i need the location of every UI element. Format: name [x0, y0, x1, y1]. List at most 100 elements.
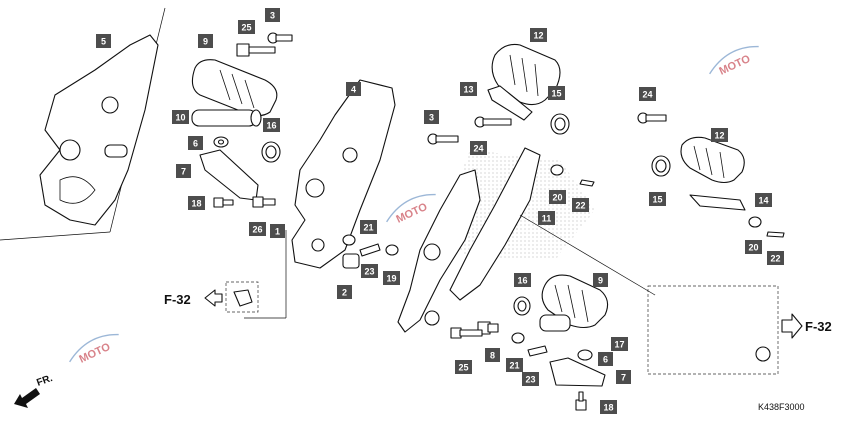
svg-text:6: 6	[193, 139, 198, 149]
svg-text:22: 22	[575, 201, 585, 211]
svg-text:17: 17	[614, 340, 624, 350]
callout-16: 16	[263, 118, 280, 132]
callout-15: 15	[548, 86, 565, 100]
washer-upper-drawing	[213, 136, 229, 148]
callout-10: 10	[172, 110, 189, 124]
svg-text:3: 3	[429, 113, 434, 123]
svg-text:10: 10	[175, 113, 185, 123]
collar-upper-drawing	[261, 141, 281, 163]
callout-12: 12	[530, 28, 547, 42]
pin-upper-drawing	[267, 32, 293, 44]
svg-text:20: 20	[552, 193, 562, 203]
svg-text:MOTO: MOTO	[394, 201, 429, 226]
svg-text:7: 7	[621, 373, 626, 383]
step-holder-center-drawing	[291, 79, 396, 269]
svg-text:6: 6	[603, 355, 608, 365]
svg-text:FR.: FR.	[35, 373, 54, 389]
callout-12b: 12	[711, 128, 728, 142]
reference-label-left: F-32	[164, 289, 223, 307]
callout-11: 11	[538, 211, 555, 225]
svg-text:MOTO: MOTO	[717, 53, 752, 78]
step-holder-inset-drawing	[39, 34, 159, 226]
svg-text:18: 18	[191, 199, 201, 209]
callout-20: 20	[549, 190, 566, 204]
callout-8: 8	[485, 348, 500, 362]
callout-2: 2	[337, 285, 352, 299]
callout-1: 1	[270, 224, 285, 238]
hardware-lower-right-drawing	[527, 314, 606, 411]
callout-14: 14	[755, 193, 772, 207]
svg-text:21: 21	[509, 361, 519, 371]
callout-3: 3	[265, 8, 280, 22]
svg-text:23: 23	[364, 267, 374, 277]
callout-6: 6	[188, 136, 203, 150]
callout-16b: 16	[514, 273, 531, 287]
nut-clip-right-drawing	[550, 164, 595, 187]
footpeg-rubber-upper-drawing	[191, 59, 278, 117]
callout-15b: 15	[649, 192, 666, 206]
callout-4: 4	[346, 82, 361, 96]
reference-box-left	[225, 281, 259, 313]
svg-text:23: 23	[525, 375, 535, 385]
callout-17: 17	[611, 337, 628, 351]
svg-text:12: 12	[714, 131, 724, 141]
callout-6b: 6	[598, 352, 613, 366]
callout-26: 26	[249, 222, 266, 236]
callout-7b: 7	[616, 370, 631, 384]
callout-3b: 3	[424, 110, 439, 124]
callout-18: 18	[188, 196, 205, 210]
svg-text:9: 9	[598, 276, 603, 286]
svg-text:16: 16	[266, 121, 276, 131]
svg-text:24: 24	[642, 90, 652, 100]
callout-23b: 23	[522, 372, 539, 386]
callout-9b: 9	[593, 273, 608, 287]
bracket-13-drawing	[487, 85, 533, 121]
svg-text:MOTO: MOTO	[77, 341, 112, 366]
svg-text:18: 18	[603, 403, 613, 413]
callouts: 5 9 25 3 4 10 16 6 7 18 26 1 21 23 2 19 …	[96, 8, 784, 414]
svg-text:1: 1	[275, 227, 280, 237]
svg-text:8: 8	[490, 351, 495, 361]
svg-text:22: 22	[770, 254, 780, 264]
callout-23: 23	[361, 264, 378, 278]
callout-22b: 22	[767, 251, 784, 265]
svg-text:F-32: F-32	[164, 292, 191, 307]
slider-upper-drawing	[199, 149, 259, 201]
svg-text:14: 14	[758, 196, 768, 206]
svg-text:3: 3	[270, 11, 275, 21]
svg-text:25: 25	[241, 23, 251, 33]
pin-bolt-right-drawing	[427, 116, 512, 145]
footpeg-right-lower-drawing	[477, 274, 609, 344]
reference-box-right	[519, 214, 779, 375]
drawing-code: K438F3000	[758, 402, 805, 412]
callout-25: 25	[238, 20, 255, 34]
callout-18b: 18	[600, 400, 617, 414]
callout-9: 9	[198, 34, 213, 48]
bolt-26-drawing	[252, 196, 276, 208]
svg-text:19: 19	[386, 274, 396, 284]
svg-text:16: 16	[517, 276, 527, 286]
svg-text:4: 4	[351, 85, 356, 95]
footpeg-bar-drawing	[191, 109, 262, 127]
svg-text:F-32: F-32	[805, 319, 832, 334]
svg-text:24: 24	[473, 144, 483, 154]
svg-text:15: 15	[551, 89, 561, 99]
svg-text:20: 20	[748, 243, 758, 253]
callout-20b: 20	[745, 240, 762, 254]
small-hardware-center-drawing	[244, 230, 399, 319]
ring-upper-drawing	[550, 113, 570, 135]
svg-text:11: 11	[542, 214, 552, 224]
svg-text:2: 2	[342, 288, 347, 298]
svg-text:5: 5	[101, 37, 106, 47]
callout-25b: 25	[455, 360, 472, 374]
callout-24b: 24	[639, 87, 656, 101]
callout-21b: 21	[506, 358, 523, 372]
svg-text:12: 12	[533, 31, 543, 41]
step-holder-right-drawing	[397, 147, 595, 333]
svg-text:21: 21	[363, 223, 373, 233]
callout-21: 21	[360, 220, 377, 234]
svg-text:15: 15	[652, 195, 662, 205]
svg-text:25: 25	[458, 363, 468, 373]
svg-text:9: 9	[203, 37, 208, 47]
